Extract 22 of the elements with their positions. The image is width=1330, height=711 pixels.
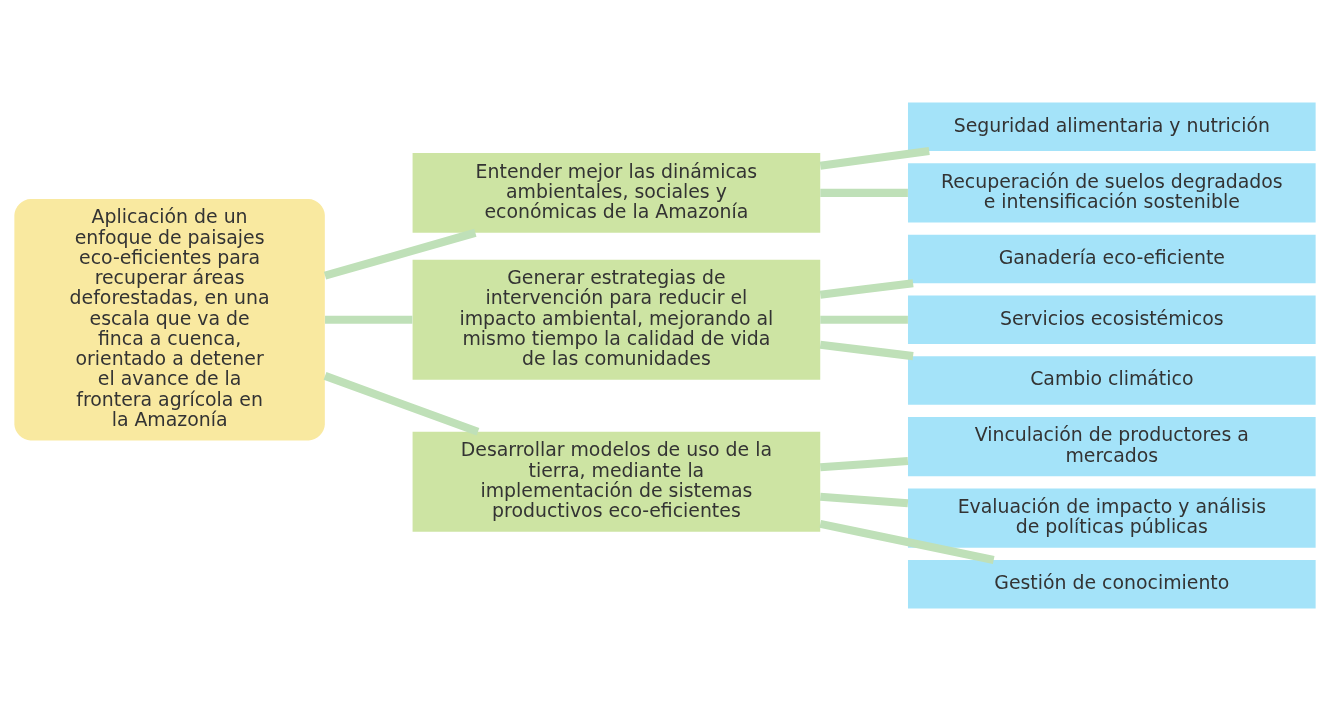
connector bbox=[820, 457, 909, 472]
node-box: Cambio climático bbox=[908, 356, 1316, 405]
node-box: Vinculación de productores a mercados bbox=[908, 416, 1316, 477]
connector bbox=[819, 279, 914, 299]
node-box: Recuperación de suelos degradados e intensificación sostenible bbox=[908, 163, 1316, 223]
connector bbox=[820, 492, 909, 508]
node-box: Servicios ecosistémicos bbox=[908, 295, 1316, 345]
connector bbox=[819, 340, 914, 361]
connector bbox=[819, 147, 930, 170]
node-box: Gestión de conocimiento bbox=[908, 560, 1316, 609]
node-box: Desarrollar modelos de uso de la tierra, mediante la implementación de sistemas productivos eco-eficientes bbox=[412, 431, 821, 532]
connector bbox=[323, 372, 480, 436]
node-box: Seguridad alimentaria y nutrición bbox=[908, 102, 1316, 151]
connector bbox=[820, 315, 908, 324]
node-box: Aplicación de un enfoque de paisajes eco-eficientes para recuperar áreas deforestadas, en una escala que va de finca a cuenca, orientado a detener el avance de la frontera agrícola en la Amazonía bbox=[14, 198, 325, 441]
connector bbox=[325, 315, 413, 324]
node-box: Ganadería eco-eficiente bbox=[908, 234, 1316, 284]
node-box: Generar estrategias de intervención para reducir el impacto ambiental, mejorando al mismo tiempo la calidad de vida de las comunidades bbox=[412, 259, 821, 380]
node-box: Entender mejor las dinámicas ambientales, sociales y económicas de la Amazonía bbox=[412, 153, 821, 233]
connector bbox=[820, 188, 908, 197]
node-box: Evaluación de impacto y análisis de políticas públicas bbox=[908, 488, 1316, 548]
connector bbox=[819, 519, 995, 564]
